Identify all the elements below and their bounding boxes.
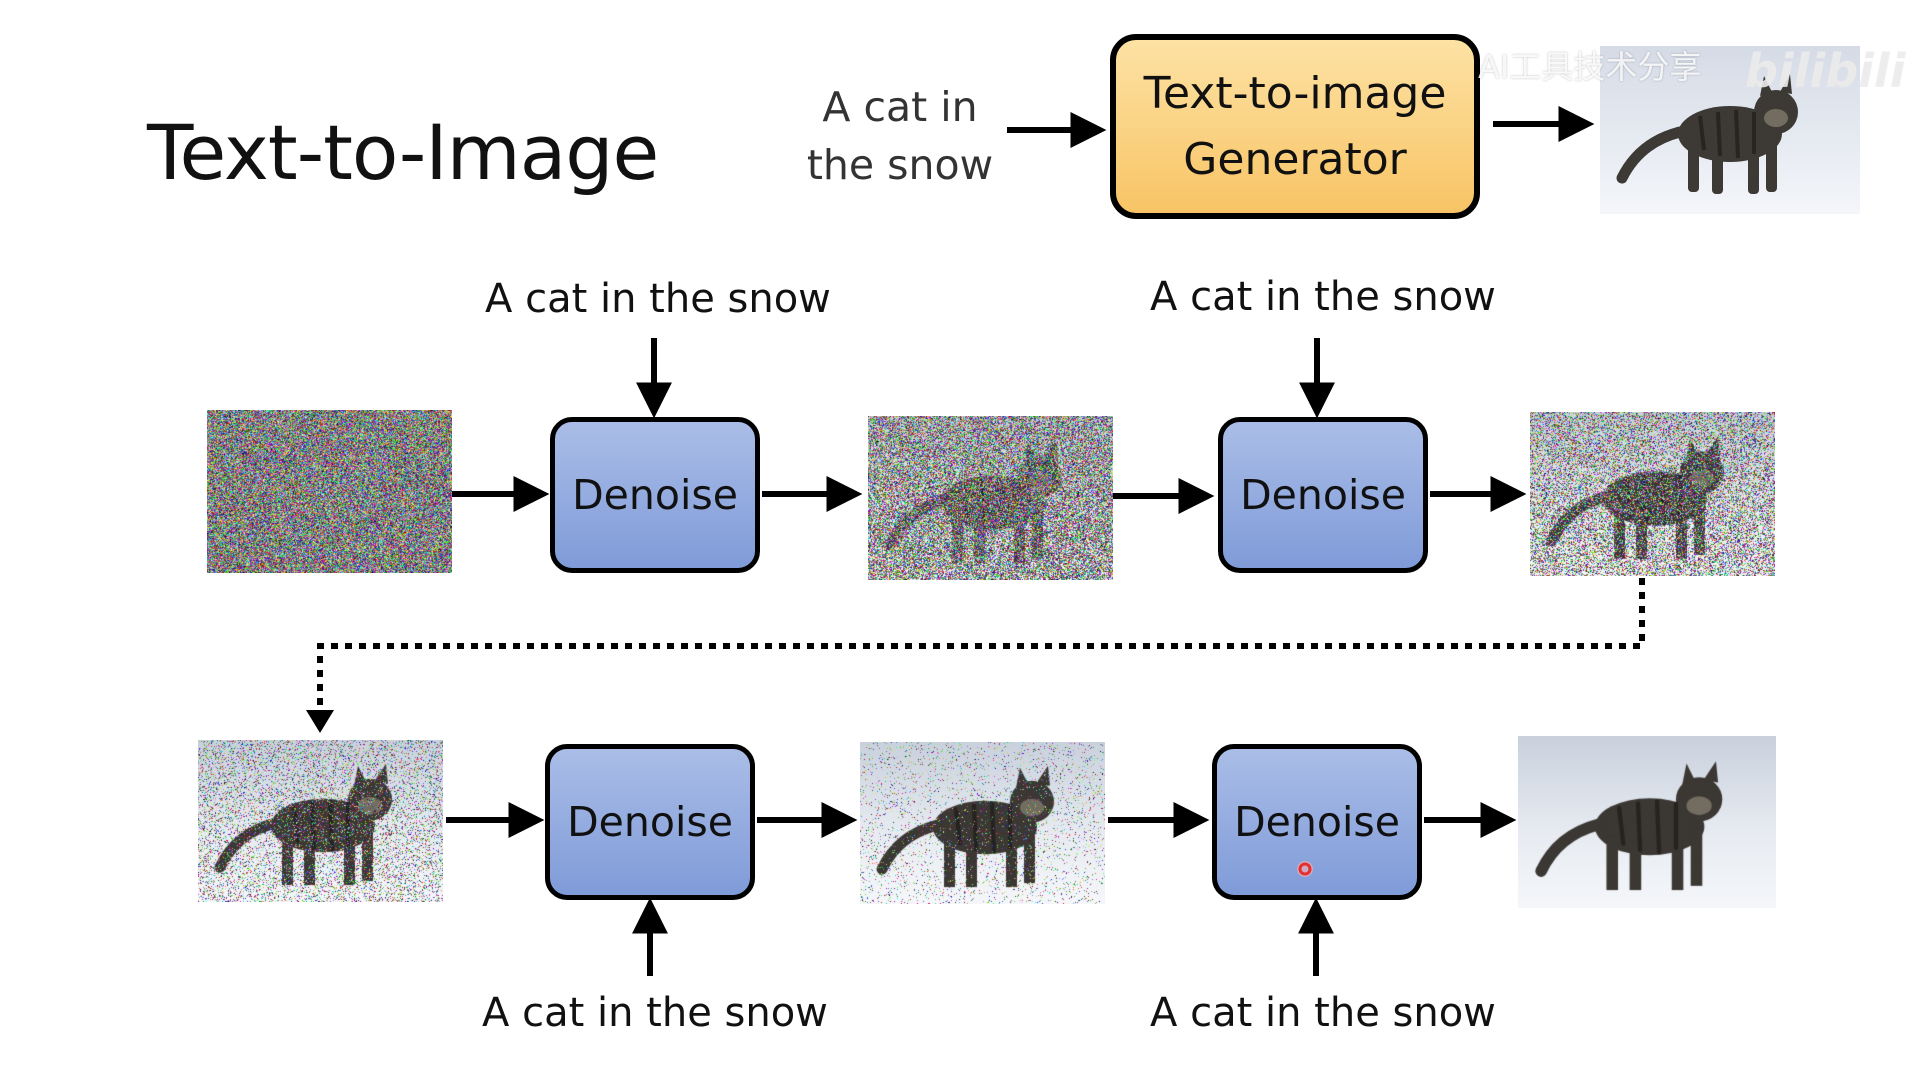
dotted-connector-row1-to-row2 xyxy=(320,578,1642,710)
cursor-indicator-icon xyxy=(1296,860,1314,878)
dotted-connector-arrowhead xyxy=(306,710,334,733)
